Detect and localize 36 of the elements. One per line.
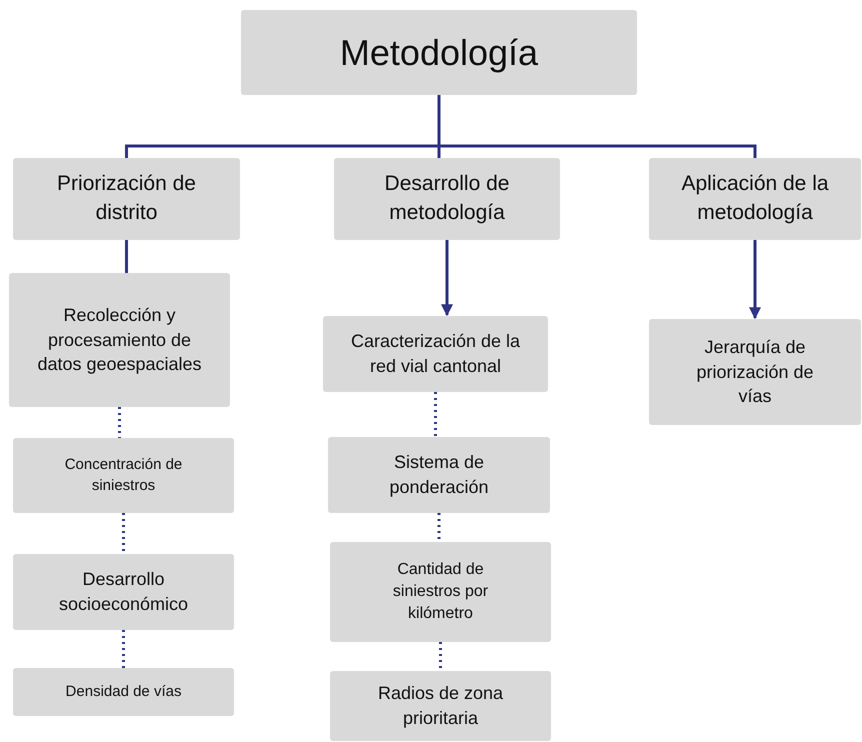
dotted-connector bbox=[122, 630, 125, 668]
box-text: Jerarquía de priorización de vías bbox=[695, 336, 815, 408]
box-text: Desarrollo socioeconómico bbox=[58, 568, 190, 616]
step-box bbox=[13, 438, 234, 513]
step-box bbox=[328, 437, 550, 513]
box-text: Sistema de ponderación bbox=[388, 451, 490, 499]
box-text: Caracterización de la red vial cantonal bbox=[350, 330, 522, 378]
dotted-connector bbox=[122, 513, 125, 554]
connector-line bbox=[125, 240, 128, 273]
box-text: Aplicación de la metodología bbox=[680, 171, 830, 226]
step-box bbox=[9, 273, 230, 407]
dotted-connector bbox=[439, 642, 442, 671]
step-box bbox=[330, 542, 551, 642]
connector-line bbox=[438, 95, 756, 158]
step-box bbox=[330, 671, 551, 741]
dotted-connector bbox=[438, 513, 440, 542]
arrow bbox=[749, 240, 761, 320]
dotted-connector bbox=[118, 407, 121, 438]
box-text: Priorización de distrito bbox=[56, 171, 197, 226]
box-text: Radios de zona prioritaria bbox=[376, 682, 504, 730]
box-text: Cantidad de siniestros por kilómetro bbox=[392, 560, 490, 624]
step-box bbox=[649, 319, 861, 425]
step-box bbox=[13, 554, 234, 630]
dotted-connector bbox=[434, 392, 437, 437]
box-text: Concentración de siniestros bbox=[64, 454, 184, 496]
title-text: Metodología bbox=[340, 30, 538, 75]
phase-box bbox=[649, 158, 861, 240]
box-text: Densidad de vías bbox=[66, 682, 182, 702]
step-box bbox=[13, 668, 234, 716]
arrow bbox=[441, 240, 453, 316]
step-box bbox=[323, 316, 548, 392]
box-text: Desarrollo de metodología bbox=[384, 171, 510, 226]
phase-box bbox=[13, 158, 240, 240]
phase-box bbox=[334, 158, 560, 240]
title-box bbox=[241, 10, 637, 95]
box-text: Recolección y procesamiento de datos geoespaciales bbox=[37, 304, 202, 376]
